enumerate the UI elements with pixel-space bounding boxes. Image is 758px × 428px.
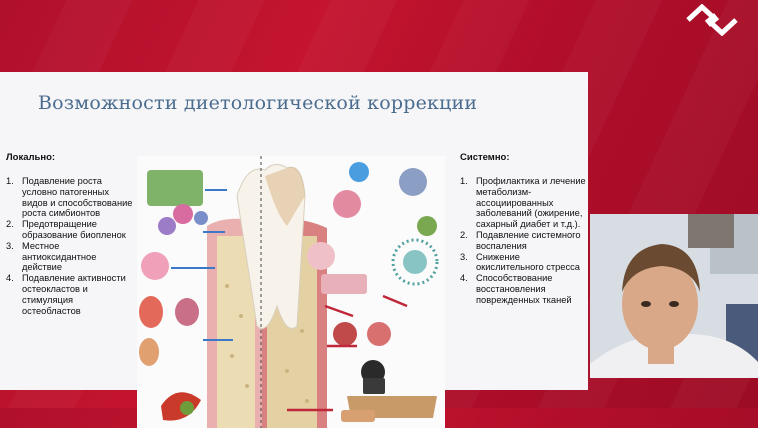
list-item: 2.Подавление системного воспаления — [460, 229, 581, 251]
list-item: 4.Подавление активности остеокластов и с… — [6, 273, 126, 316]
systemic-list: 1.Профилактика и лечение метаболизм-ассо… — [460, 176, 586, 306]
list-item: 1.Подавление роста условно патогенных ви… — [6, 176, 133, 219]
systemic-heading: Системно: — [460, 152, 510, 163]
list-item: 1.Профилактика и лечение метаболизм-ассо… — [460, 176, 586, 230]
slide-title: Возможности диетологической коррекции — [38, 92, 478, 114]
presenter-webcam — [590, 214, 758, 378]
presenter-video — [590, 214, 758, 378]
brand-logo-icon — [686, 4, 738, 36]
list-item: 3.Снижение окислительного стресса — [460, 251, 580, 273]
oral-systemic-health-illustration — [137, 156, 445, 428]
list-item: 4.Способствование восстановления поврежд… — [460, 273, 572, 305]
local-heading: Локально: — [6, 152, 56, 163]
list-item: 3.Местное антиоксидантное действие — [6, 240, 97, 273]
presentation-slide: Возможности диетологической коррекции Ло… — [0, 72, 588, 428]
local-list: 1.Подавление роста условно патогенных ви… — [6, 176, 134, 316]
list-item: 2.Предотвращение образование биопленок — [6, 219, 126, 240]
